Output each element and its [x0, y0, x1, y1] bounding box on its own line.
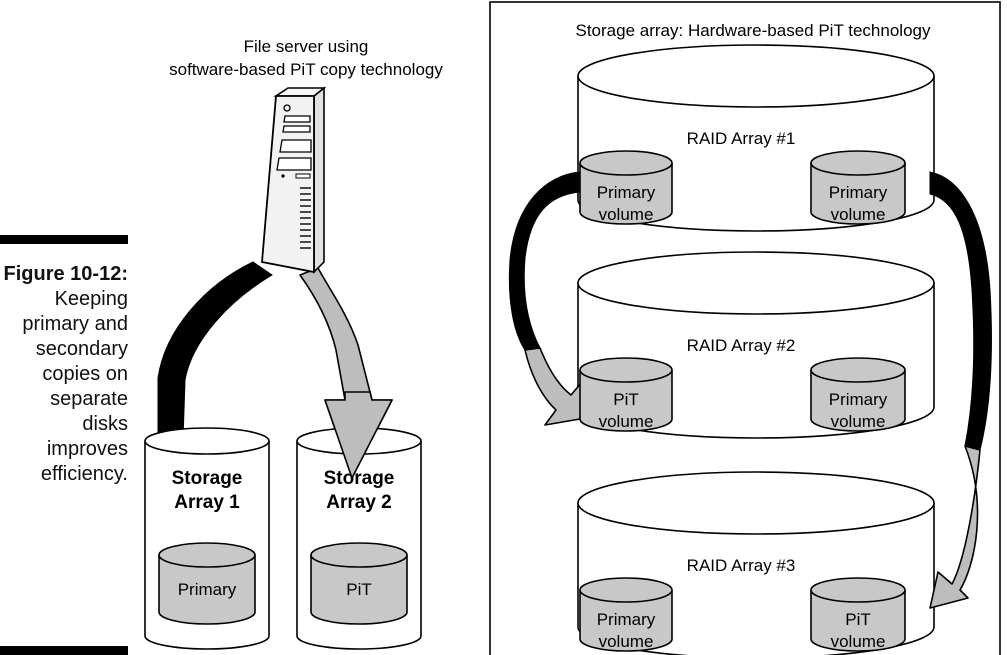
figure-caption-text: Keeping primary and secondary copies on … — [22, 288, 128, 485]
raid-array-1-label: RAID Array #1 — [687, 129, 796, 148]
raid-array-2-right-volume-line1: Primary — [829, 390, 888, 409]
storage-array-1: Storage Array 1 Primary — [144, 427, 270, 650]
raid1-to-raid3-pit-arrow — [929, 445, 981, 609]
raid-array-1-right-volume-line2: volume — [831, 205, 886, 224]
storage-array-frame — [489, 1, 1001, 655]
raid1-to-raid2-pit-arrow — [524, 347, 583, 426]
raid-array-3-right-volume-line2: volume — [831, 632, 886, 651]
hardware-pit-panel: Storage array: Hardware-based PiT techno… — [489, 1, 1001, 655]
raid-array-3-left-volume: Primary volume — [579, 577, 673, 652]
raid-array-2-left-volume-line2: volume — [599, 412, 654, 431]
storage-array-1-volume: Primary — [158, 542, 256, 625]
hardware-panel-title: Storage array: Hardware-based PiT techno… — [576, 21, 931, 40]
raid-array-1-right-volume: Primary volume — [810, 150, 906, 225]
caption-bottom-bar — [0, 646, 128, 655]
storage-array-1-volume-label: Primary — [178, 580, 237, 599]
raid-array-3-left-volume-line2: volume — [599, 632, 654, 651]
raid-array-1-left-volume-line2: volume — [599, 205, 654, 224]
software-pit-panel: File server using software-based PiT cop… — [144, 37, 443, 650]
raid-array-2-right-volume-line2: volume — [831, 412, 886, 431]
caption-top-bar — [0, 235, 128, 244]
figure-label: Figure 10-12: — [3, 263, 128, 285]
storage-array-2: Storage Array 2 PiT — [296, 427, 422, 650]
file-server-icon — [261, 86, 327, 274]
storage-array-2-label-line1: Storage — [324, 468, 395, 489]
raid-array-3-label: RAID Array #3 — [687, 556, 796, 575]
raid-array-2-left-volume-line1: PiT — [613, 390, 639, 409]
raid-array-3-right-volume-line1: PiT — [845, 610, 871, 629]
pit-copy-arrow-head — [324, 391, 393, 479]
raid-array-3-left-volume-line1: Primary — [597, 610, 656, 629]
raid-array-3-right-volume: PiT volume — [810, 577, 906, 652]
raid1-right-copy-path — [929, 171, 993, 451]
raid1-left-copy-path — [508, 171, 581, 351]
raid-array-1-right-volume-line1: Primary — [829, 183, 888, 202]
raid-array-2-label: RAID Array #2 — [687, 336, 796, 355]
raid-array-2-right-volume: Primary volume — [810, 357, 906, 432]
storage-array-2-label-line2: Array 2 — [326, 492, 392, 513]
raid-array-2-left-volume: PiT volume — [579, 357, 673, 432]
raid-array-1-left-volume-line1: Primary — [597, 183, 656, 202]
server-title-line2: software-based PiT copy technology — [169, 60, 443, 79]
storage-array-1-label-line1: Storage — [172, 468, 243, 489]
figure-caption: Figure 10-12: Keeping primary and second… — [0, 262, 128, 487]
raid-array-1-left-volume: Primary volume — [579, 150, 673, 225]
storage-array-1-label-line2: Array 1 — [174, 492, 240, 513]
storage-array-2-volume-label: PiT — [346, 580, 372, 599]
primary-io-connection — [157, 261, 273, 441]
storage-array-2-volume: PiT — [310, 542, 408, 625]
server-title-line1: File server using — [244, 37, 369, 56]
